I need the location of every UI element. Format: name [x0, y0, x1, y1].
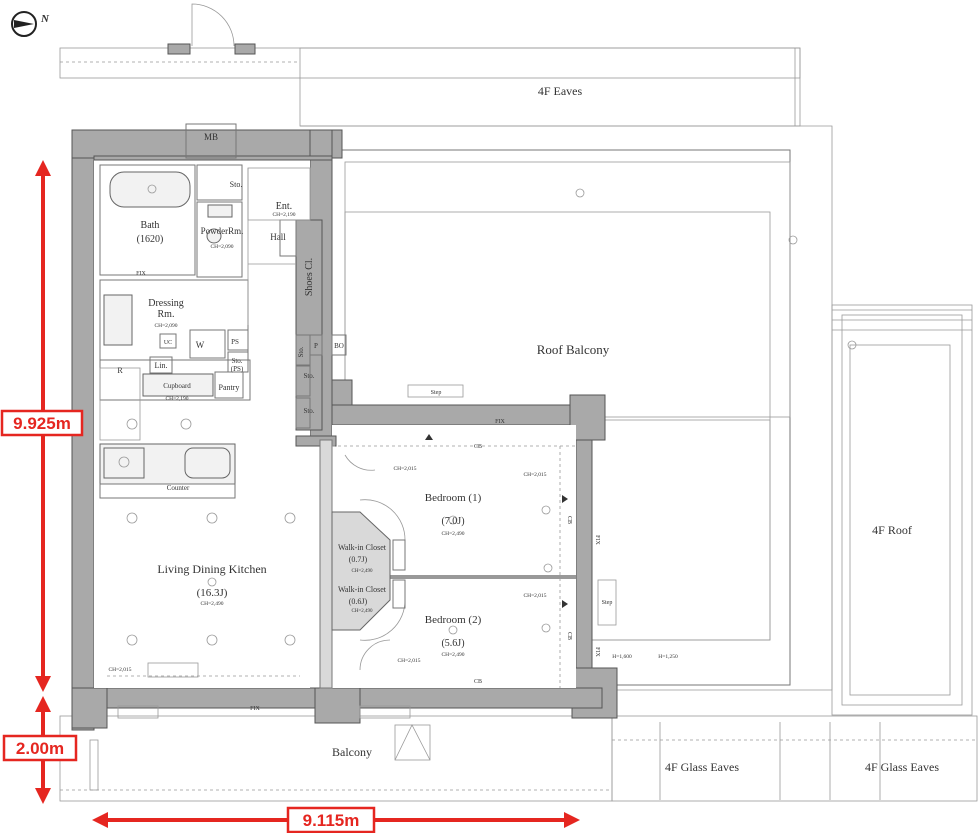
label-wic-2-size: (0.6J): [349, 597, 368, 606]
label-bedroom-1-size: (7.0J): [441, 516, 464, 527]
label-cb-4: CB: [474, 679, 482, 685]
label-counter: Counter: [167, 484, 190, 492]
label-wic-1: Walk-in Closet: [338, 543, 387, 552]
service-core: [99, 164, 347, 429]
balcony-features: [89, 705, 431, 791]
label-bath-size: (1620): [137, 234, 164, 245]
label-balcony: Balcony: [332, 745, 372, 759]
label-h1250: H=1,250: [658, 654, 678, 660]
dimension-label-height-balcony: 2.00m: [2, 734, 78, 762]
label-wic-2: Walk-in Closet: [338, 585, 387, 594]
label-pantry: Pantry: [219, 383, 240, 392]
label-ch2015-b: CH=2,015: [523, 472, 546, 478]
label-dressing-ch: CH=2,090: [154, 323, 177, 329]
label-sto-ps-2: (PS): [231, 365, 244, 373]
label-p: P: [314, 342, 318, 350]
label-bo: BO: [334, 342, 344, 350]
label-fix-5: FIX: [594, 647, 600, 657]
label-sto-top: Sto.: [230, 180, 243, 189]
label-ent-ch: CH=2,190: [272, 212, 295, 218]
label-4f-glass-eaves-2: 4F Glass Eaves: [865, 760, 939, 774]
label-cupboard: Cupboard: [163, 382, 191, 390]
label-fix-2: FIX: [495, 419, 505, 425]
label-ldk-size: (16.3J): [197, 587, 228, 599]
ldk-lights: [107, 418, 300, 678]
unit-walls: [71, 129, 618, 731]
label-dressing-rm: Rm.: [158, 309, 175, 320]
dimension-label-width: 9.115m: [286, 806, 376, 833]
label-wic-2-ch: CH=2,490: [351, 609, 373, 614]
dimension-label-height-main: 9.925m: [0, 409, 84, 437]
label-bedroom-1-ch: CH=2,490: [441, 531, 464, 537]
label-fix-3: FIX: [250, 706, 260, 712]
closets-bedrooms: [331, 434, 576, 688]
label-ch2015-d: CH=2,015: [397, 658, 420, 664]
label-ch2015-c: CH=2,015: [523, 593, 546, 599]
label-bedroom-2-size: (5.6J): [441, 638, 464, 649]
label-mb: MB: [204, 132, 218, 142]
label-wic-1-size: (0.7J): [349, 555, 368, 564]
label-ps: PS: [231, 338, 239, 346]
label-dressing: Dressing: [148, 298, 184, 309]
width-value: 9.115m: [303, 811, 360, 830]
label-step-1: Step: [431, 390, 442, 396]
label-cb-2: CB: [566, 516, 572, 524]
label-ldk-ch: CH=2,490: [200, 601, 223, 607]
label-fix-4: FIX: [594, 535, 600, 545]
label-wic-1-ch: CH=2,490: [351, 569, 373, 574]
label-uc: UC: [164, 340, 172, 346]
label-cb-3: CB: [566, 632, 572, 640]
north-mark: N: [40, 13, 50, 25]
label-bedroom-2-ch: CH=2,490: [441, 652, 464, 658]
label-bath: Bath: [141, 220, 160, 231]
label-powder-ch: CH=2,090: [210, 244, 233, 250]
label-cb-1: CB: [474, 444, 482, 450]
kitchen-fixtures: [99, 367, 236, 499]
label-4f-roof: 4F Roof: [872, 523, 912, 537]
label-h1600: H=1,600: [612, 654, 632, 660]
label-hall: Hall: [270, 232, 286, 242]
label-sto-ps: Sto.: [231, 357, 242, 365]
height-balcony-value: 2.00m: [16, 739, 64, 758]
label-bedroom-1: Bedroom (1): [425, 492, 482, 504]
label-ch2015-e: CH=2,015: [108, 667, 131, 673]
label-bedroom-2: Bedroom (2): [425, 614, 482, 626]
label-ch2015-a: CH=2,015: [393, 466, 416, 472]
label-ent: Ent.: [276, 201, 292, 212]
label-sto-3: Sto.: [303, 407, 314, 415]
room-labels: 4F Eaves Roof Balcony 4F Roof 4F Glass E…: [108, 84, 939, 774]
label-cupboard-ch: CH=2,190: [165, 396, 188, 402]
label-washer: W: [196, 340, 205, 350]
label-shoes-closet: Shoes Cl.: [304, 258, 315, 296]
entrance-door: [167, 3, 256, 159]
label-ldk: Living Dining Kitchen: [157, 562, 266, 576]
label-powder-room: PowderRm.: [201, 226, 244, 236]
north-compass: N: [11, 11, 50, 37]
label-sto-1: Sto.: [297, 346, 305, 357]
label-fix-1: FIX: [136, 271, 146, 277]
label-sto-2: Sto.: [303, 372, 314, 380]
label-roof-balcony: Roof Balcony: [537, 342, 610, 357]
label-4f-glass-eaves-1: 4F Glass Eaves: [665, 760, 739, 774]
label-linen: Lin.: [154, 361, 167, 370]
label-4f-eaves: 4F Eaves: [538, 84, 583, 98]
label-step-2: Step: [602, 600, 613, 606]
label-refrigerator: R: [117, 366, 123, 375]
height-main-value: 9.925m: [13, 414, 71, 433]
